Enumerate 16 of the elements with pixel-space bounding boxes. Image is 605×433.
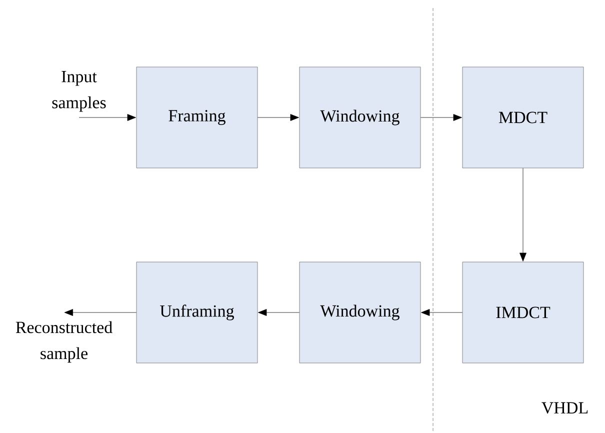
process-box: IMDCT [462,262,584,364]
arrow [520,168,526,262]
process-box: Unframing [136,262,258,364]
process-box: Windowing [299,262,421,364]
io-label: Input samples [52,71,106,112]
arrow [78,114,136,121]
arrow [421,309,462,316]
arrow [64,309,136,316]
process-box: Windowing [299,66,421,168]
process-box: MDCT [462,66,584,168]
process-box: Framing [136,66,258,168]
arrow [420,114,462,121]
region-label: VHDL [542,402,588,414]
arrow [258,309,300,316]
io-label: Reconstructed sample [16,321,112,363]
arrow [258,114,299,121]
